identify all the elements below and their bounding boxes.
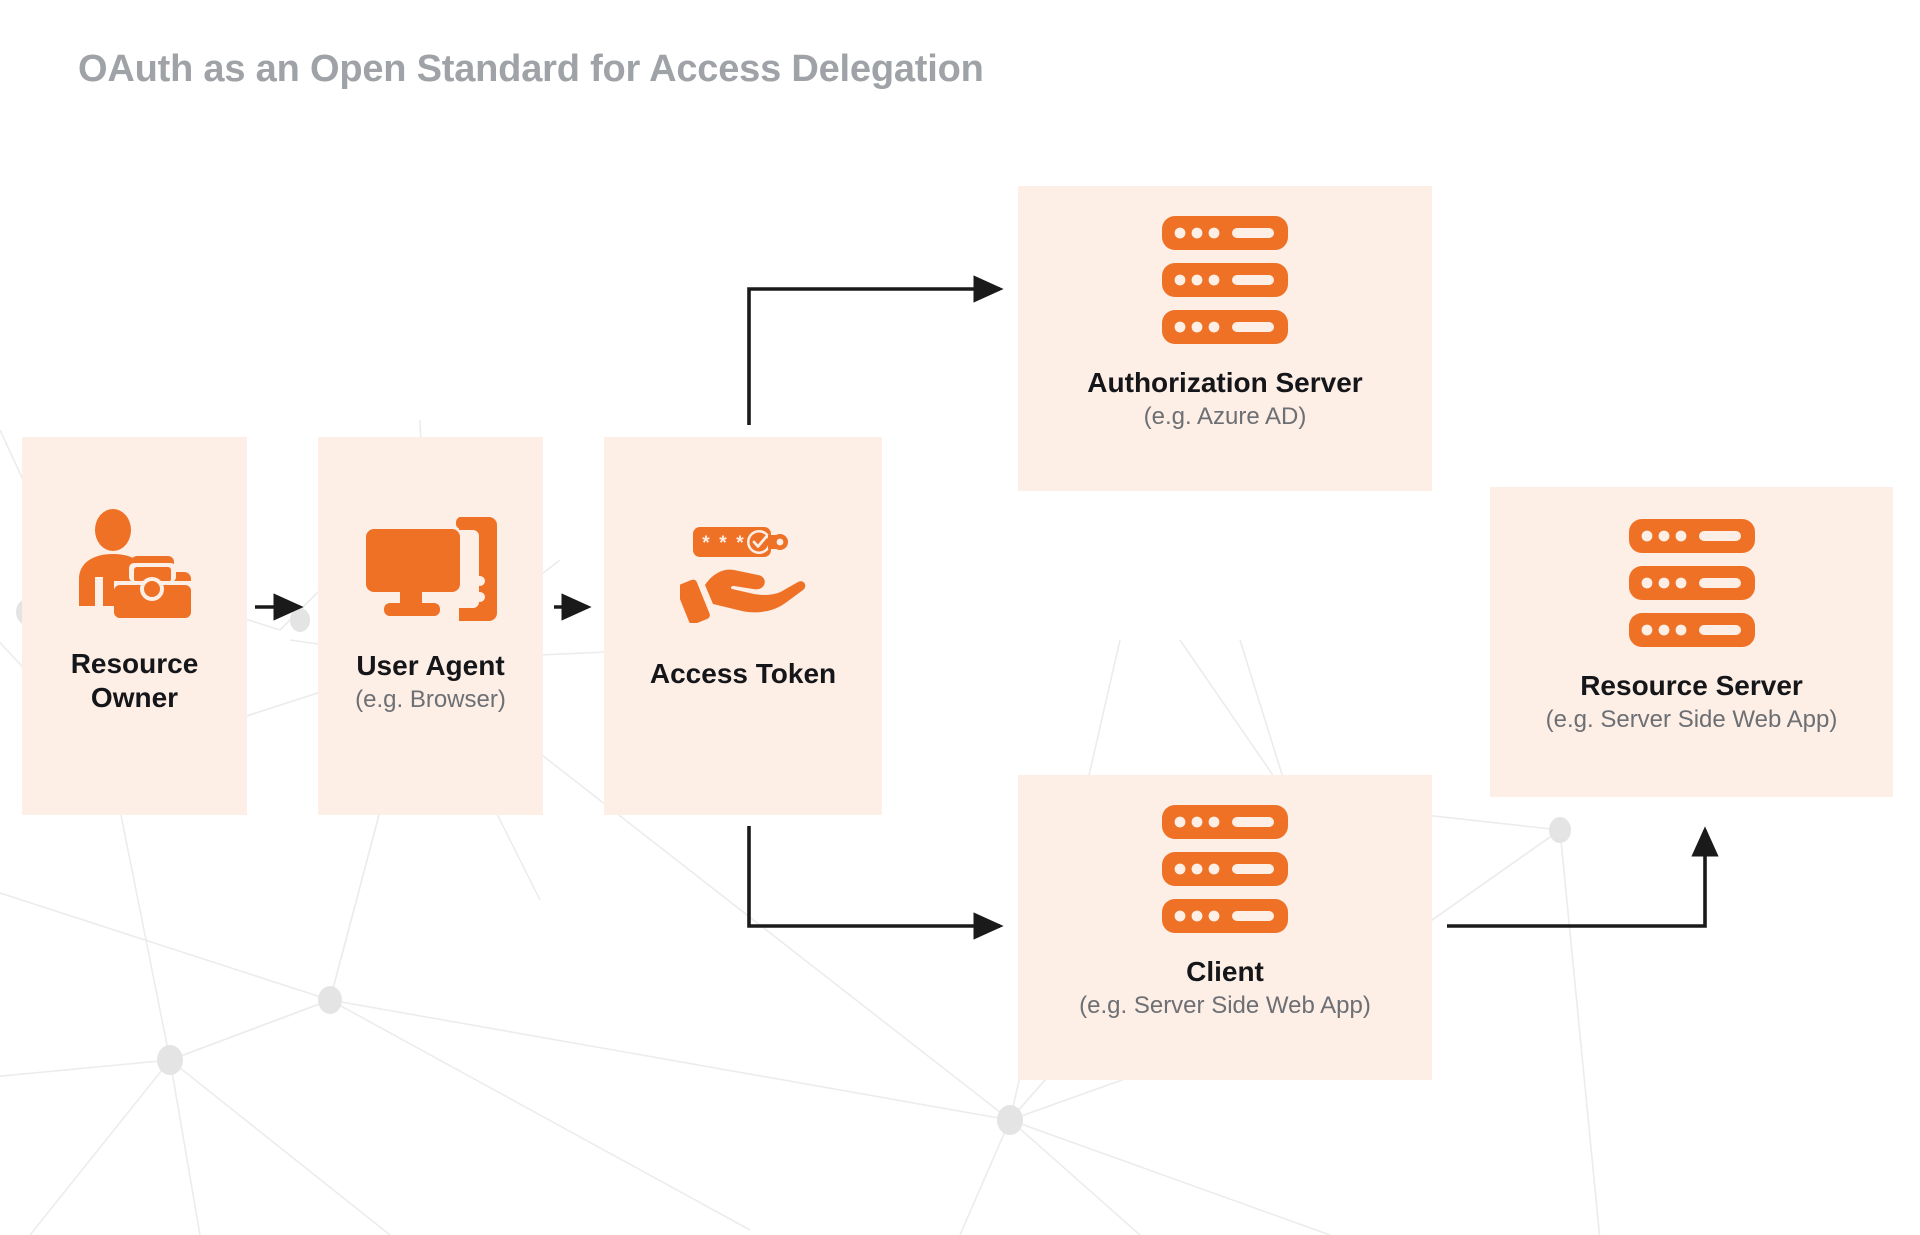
- node-label-access-token: Access Token: [649, 658, 837, 689]
- node-label-resource-server: Resource Server: [1580, 670, 1803, 701]
- svg-text:*: *: [702, 533, 710, 554]
- node-sublabel-authorization-server: (e.g. Azure AD): [1143, 403, 1307, 431]
- svg-text:*: *: [736, 533, 744, 554]
- icon-wrap: [1628, 519, 1755, 647]
- hand-holding-token-icon: * * *: [680, 527, 806, 623]
- node-access-token[interactable]: * * * Access Token: [604, 437, 882, 815]
- node-label-resource-owner: Resource Owner: [70, 648, 199, 714]
- text-wrap: Resource Server (e.g. Server Side Web Ap…: [1546, 669, 1838, 735]
- server-rack-icon: [1162, 805, 1288, 933]
- node-client[interactable]: Client (e.g. Server Side Web App): [1018, 775, 1432, 1080]
- node-sublabel-resource-server: (e.g. Server Side Web App): [1545, 706, 1838, 734]
- node-resource-server[interactable]: Resource Server (e.g. Server Side Web Ap…: [1490, 487, 1893, 797]
- text-wrap: Resource Owner: [71, 647, 199, 715]
- desktop-computer-icon: [365, 517, 497, 621]
- node-user-agent[interactable]: User Agent (e.g. Browser): [318, 437, 543, 815]
- connector-client-to-resource-server: [1447, 826, 1719, 928]
- page-title: OAuth as an Open Standard for Access Del…: [78, 48, 984, 90]
- text-wrap: User Agent (e.g. Browser): [355, 649, 506, 715]
- icon-wrap: [73, 509, 197, 621]
- text-wrap: Client (e.g. Server Side Web App): [1079, 955, 1371, 1021]
- icon-wrap: [1162, 216, 1288, 344]
- icon-wrap: [1162, 805, 1288, 933]
- node-sublabel-user-agent: (e.g. Browser): [355, 686, 506, 714]
- text-wrap: Access Token: [650, 657, 836, 691]
- server-rack-icon: [1162, 216, 1288, 344]
- node-authorization-server[interactable]: Authorization Server (e.g. Azure AD): [1018, 186, 1432, 491]
- person-briefcase-icon: [78, 509, 191, 618]
- connector-access-token-to-authorization-server: [747, 275, 1004, 425]
- node-resource-owner[interactable]: Resource Owner: [22, 437, 247, 815]
- node-label-client: Client: [1186, 956, 1264, 987]
- node-sublabel-client: (e.g. Server Side Web App): [1079, 992, 1371, 1020]
- icon-wrap: * * *: [680, 525, 806, 623]
- svg-text:*: *: [719, 533, 727, 554]
- node-label-user-agent: User Agent: [356, 650, 505, 681]
- text-wrap: Authorization Server (e.g. Azure AD): [1087, 366, 1362, 432]
- node-label-authorization-server: Authorization Server: [1087, 367, 1363, 398]
- icon-wrap: [364, 515, 498, 623]
- connector-access-token-to-client: [747, 826, 1004, 940]
- server-rack-icon: [1628, 519, 1755, 647]
